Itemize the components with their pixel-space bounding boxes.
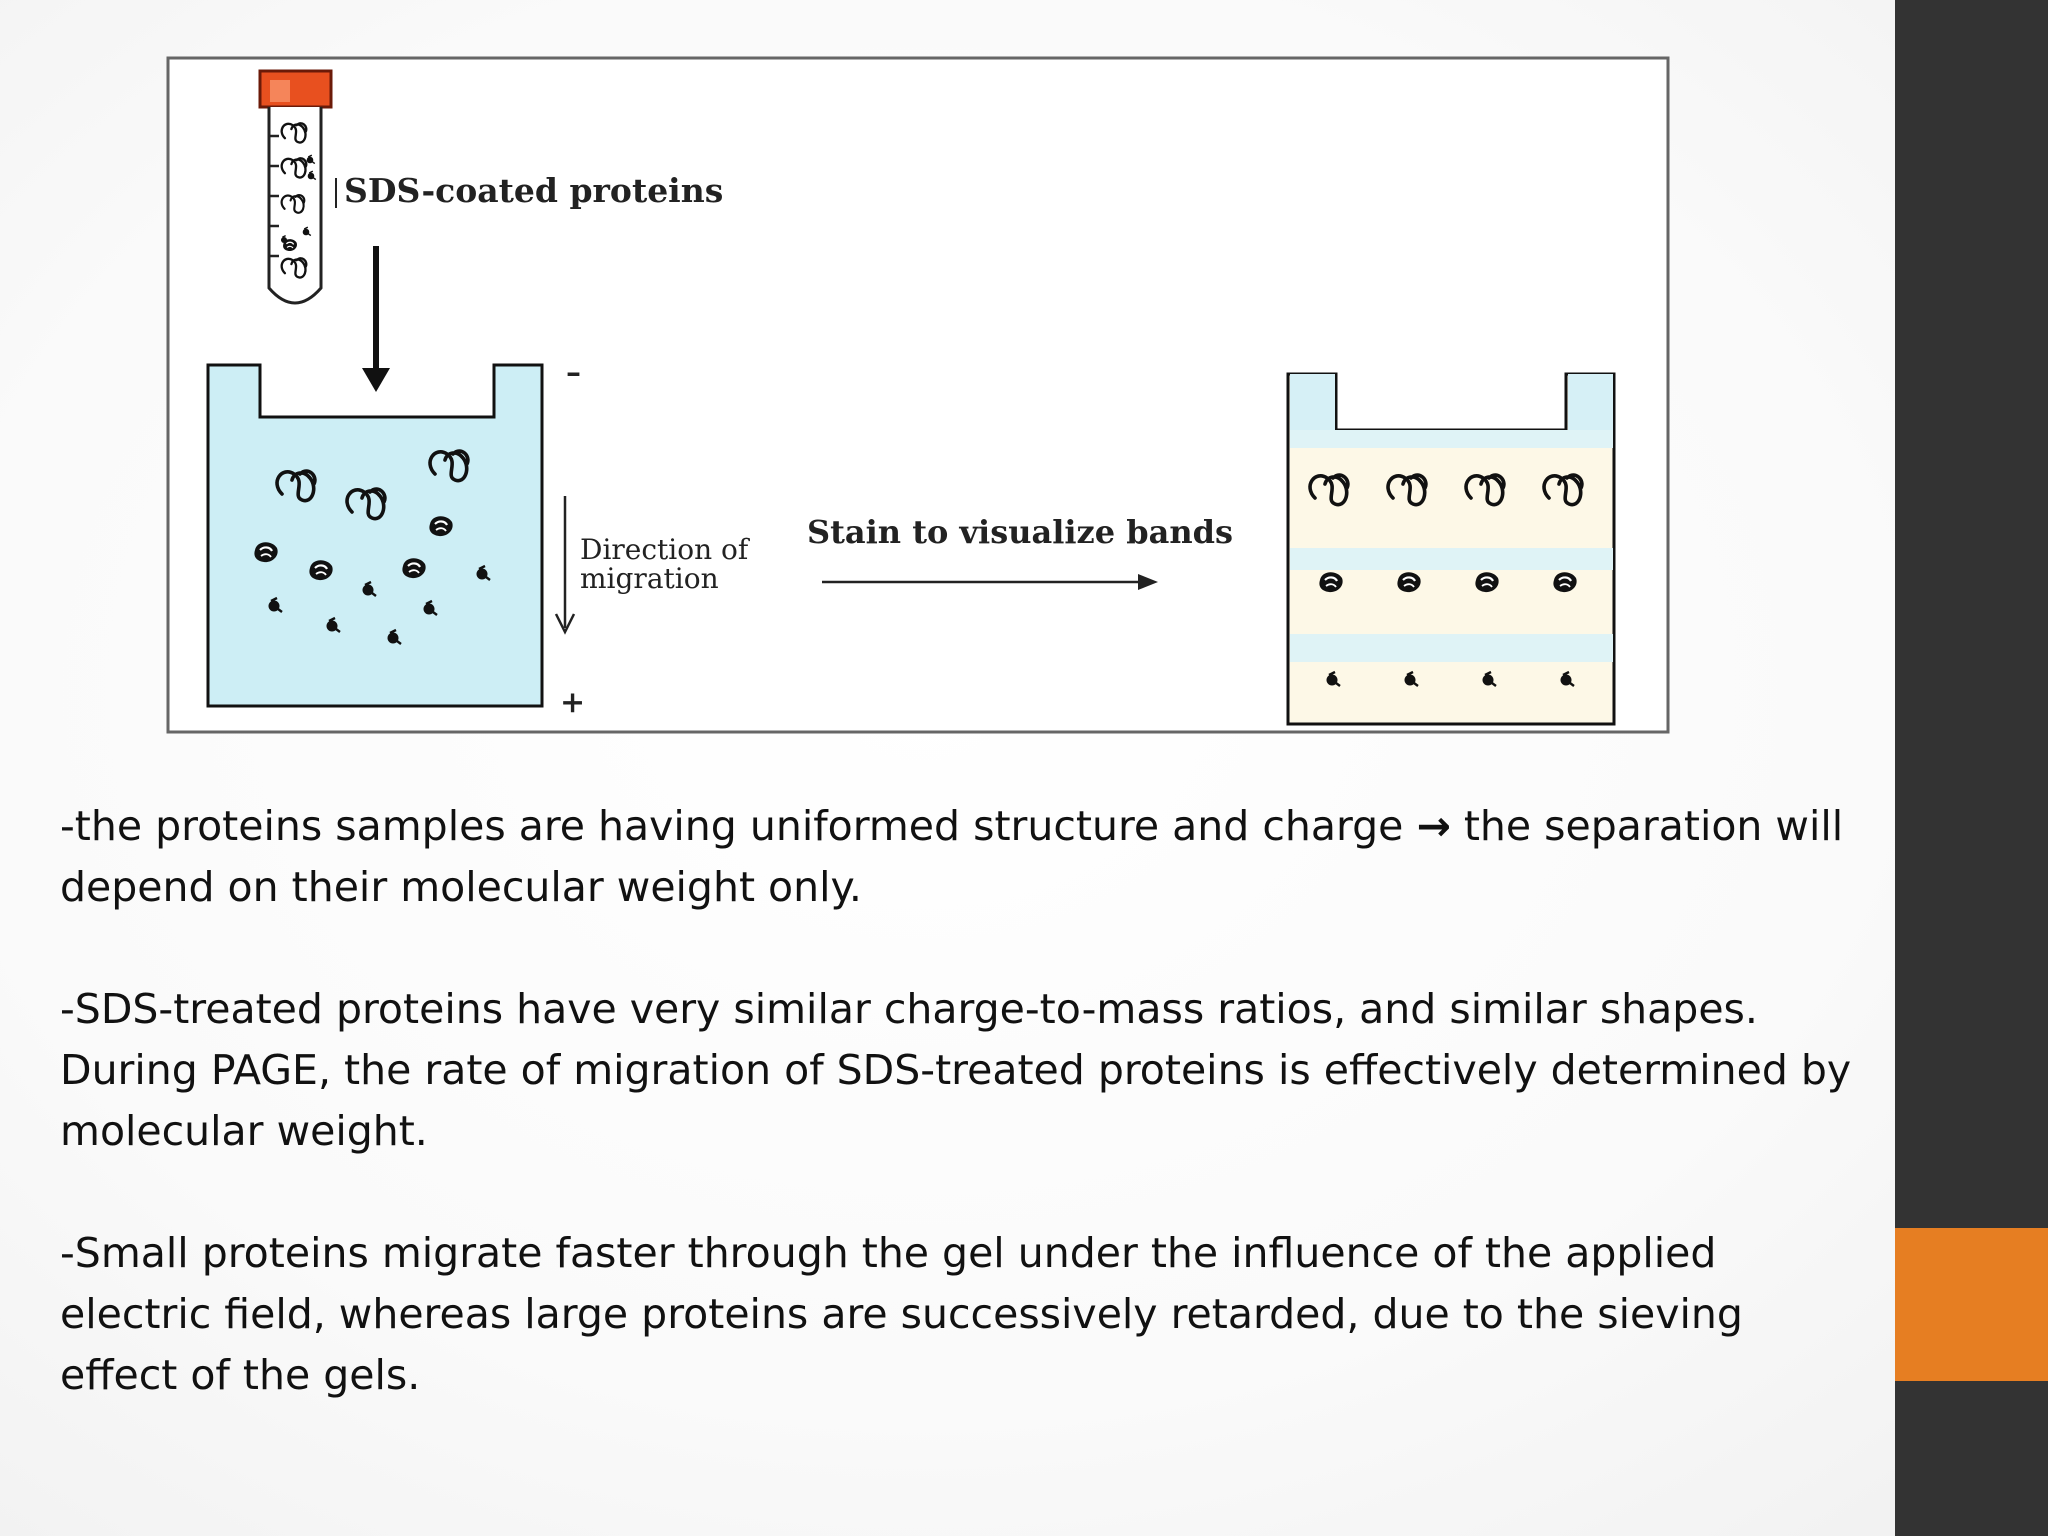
tube-label: SDS-coated proteins xyxy=(344,171,723,210)
direction-label-line2: migration xyxy=(580,562,719,595)
cathode-minus-sign: – xyxy=(566,355,581,390)
test-tube-icon xyxy=(258,69,333,305)
direction-label-line1: Direction of xyxy=(580,533,751,566)
right-arrow-icon: → xyxy=(1416,802,1451,850)
left-gel-chamber xyxy=(206,363,544,708)
sidebar-accent-block xyxy=(1895,1228,2048,1381)
bullet-3: -Small proteins migrate faster through t… xyxy=(60,1229,1743,1399)
anode-plus-sign: + xyxy=(560,685,585,720)
migration-direction-arrow-icon xyxy=(554,496,576,635)
right-gel-chamber xyxy=(1286,372,1616,726)
bullet-1: -the proteins samples are having uniform… xyxy=(60,796,1860,918)
bullet-2: -SDS-treated proteins have very similar … xyxy=(60,985,1852,1155)
bullet-1-after: the separation will depend on their mole… xyxy=(60,802,1844,911)
stain-arrow-icon xyxy=(822,574,1158,590)
diagram-svg: SDS-coated proteins – + xyxy=(166,56,1670,734)
bullet-text-block: -the proteins samples are having uniform… xyxy=(60,796,1860,1406)
bullet-1-before: -the proteins samples are having uniform… xyxy=(60,802,1417,850)
sds-page-diagram: SDS-coated proteins – + xyxy=(166,56,1670,734)
stain-label: Stain to visualize bands xyxy=(807,513,1233,551)
down-arrow-icon xyxy=(362,246,390,392)
